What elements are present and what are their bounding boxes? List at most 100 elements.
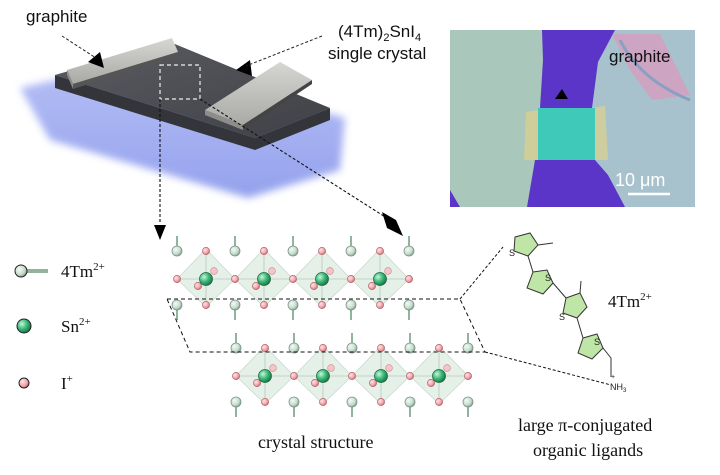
tm-ligand-ball <box>404 396 416 408</box>
legend-item-i: I+ <box>18 373 73 393</box>
iodide-ball <box>377 344 385 352</box>
iodide-ball <box>376 247 384 255</box>
tin-ball <box>432 369 446 383</box>
tm-ligand-ball <box>345 299 357 311</box>
legend-item-sn: Sn2+ <box>16 316 91 336</box>
tin-ball <box>315 272 329 286</box>
tm-ligand-ball <box>346 342 358 354</box>
thiophene-ring-2 <box>526 269 554 295</box>
iodide-ball <box>260 247 268 255</box>
tm-ligand-ball <box>404 342 416 354</box>
leader-crystal <box>245 35 323 67</box>
device-rendering <box>20 38 345 198</box>
i-ball-icon <box>18 377 30 389</box>
iodide-ball <box>405 275 413 283</box>
caption-molecule-line2: organic ligands <box>533 440 643 460</box>
zoom-line-right <box>199 98 391 221</box>
iodide-ball <box>318 247 326 255</box>
tm-ligand-ball <box>462 342 474 354</box>
tin-ball <box>373 272 387 286</box>
iodide-ball <box>318 301 326 309</box>
tm-ligand-ball <box>171 245 183 257</box>
iodide-ball <box>376 301 384 309</box>
tm-ligand-ball <box>230 342 242 354</box>
iodide-ball <box>261 344 269 352</box>
legend-label-4tm: 4Tm2+ <box>61 261 105 281</box>
iodide-ball-front <box>427 379 435 387</box>
iodide-ball <box>202 301 210 309</box>
iodide-ball-front <box>310 282 318 290</box>
iodide-ball <box>202 247 210 255</box>
legend-label-sn: Sn2+ <box>61 316 91 336</box>
iodide-ball <box>289 275 297 283</box>
optical-micrograph: 10 μm graphite <box>450 30 695 207</box>
tm-ligand-ball <box>345 245 357 257</box>
caption-crystal-structure: crystal structure <box>258 432 373 452</box>
tm-ligand-ball <box>288 396 300 408</box>
label-4tm-molecule: 4Tm2+ <box>608 291 652 311</box>
iodide-ball <box>348 372 356 380</box>
micrograph-electrode-top <box>540 30 615 108</box>
iodide-ball-back <box>268 267 276 275</box>
graphite-flake <box>612 34 690 100</box>
iodide-ball <box>406 372 414 380</box>
leader-graphite-left <box>61 35 97 59</box>
arrowhead-crystal <box>236 60 252 76</box>
iodide-ball <box>377 398 385 406</box>
atom-s-2: S <box>545 273 551 283</box>
connector-to-molecule-bottom <box>484 351 612 386</box>
iodide-ball <box>347 275 355 283</box>
atom-s-1: S <box>509 248 515 258</box>
tm-ligand-ball <box>403 299 415 311</box>
right-graphite-electrode <box>205 62 312 130</box>
unit-parallelogram <box>166 298 486 353</box>
iodide-ball <box>260 301 268 309</box>
arrowhead-micrograph <box>555 89 568 99</box>
iodide-ball <box>435 344 443 352</box>
legend: 4Tm2+ Sn2+ I+ <box>14 261 105 393</box>
scale-bar-label: 10 μm <box>615 170 665 190</box>
iodide-ball-front <box>194 282 202 290</box>
label-graphite-left: graphite <box>26 7 87 26</box>
tm-ligand-ball <box>462 396 474 408</box>
tm-ligand-ball <box>403 245 415 257</box>
connector-to-molecule-top <box>459 246 504 300</box>
molecule-labels: S S S S NH3 + 4Tm2+ large π-conjugated o… <box>509 248 652 460</box>
atom-s-4: S <box>594 337 600 347</box>
tin-ball <box>258 369 272 383</box>
label-graphite-micrograph: graphite <box>609 47 670 66</box>
micrograph-crystal <box>538 108 595 160</box>
iodide-ball-back <box>269 364 277 372</box>
iodide-ball-back <box>210 267 218 275</box>
tin-ball <box>316 369 330 383</box>
iodide-ball <box>319 398 327 406</box>
thiophene-ring-4 <box>577 333 604 360</box>
iodide-ball-front <box>369 379 377 387</box>
amine-charge: + <box>611 374 615 381</box>
iodide-ball <box>261 398 269 406</box>
iodide-ball <box>435 398 443 406</box>
crystal-structure <box>171 236 474 417</box>
iodide-ball <box>319 344 327 352</box>
label-crystal-formula: (4Tm)2SnI4 <box>338 22 421 44</box>
tm-ball-icon <box>14 264 28 278</box>
iodide-ball-back <box>443 364 451 372</box>
left-graphite-electrode <box>67 38 178 89</box>
iodide-ball-back <box>326 267 334 275</box>
tin-ball <box>374 369 388 383</box>
tm-ligand-ball <box>287 245 299 257</box>
iodide-ball <box>232 372 240 380</box>
caption-molecule-line1: large π-conjugated <box>518 415 652 435</box>
label-single-crystal: single crystal <box>328 44 426 63</box>
iodide-ball-front <box>252 282 260 290</box>
tm-ligand-ball <box>229 245 241 257</box>
sn-ball-icon <box>16 318 32 334</box>
iodide-ball <box>173 275 181 283</box>
iodide-ball <box>290 372 298 380</box>
tm-ligand-ball <box>230 396 242 408</box>
legend-label-i: I+ <box>61 373 73 393</box>
iodide-ball-back <box>385 364 393 372</box>
iodide-ball-front <box>311 379 319 387</box>
iodide-ball-back <box>384 267 392 275</box>
